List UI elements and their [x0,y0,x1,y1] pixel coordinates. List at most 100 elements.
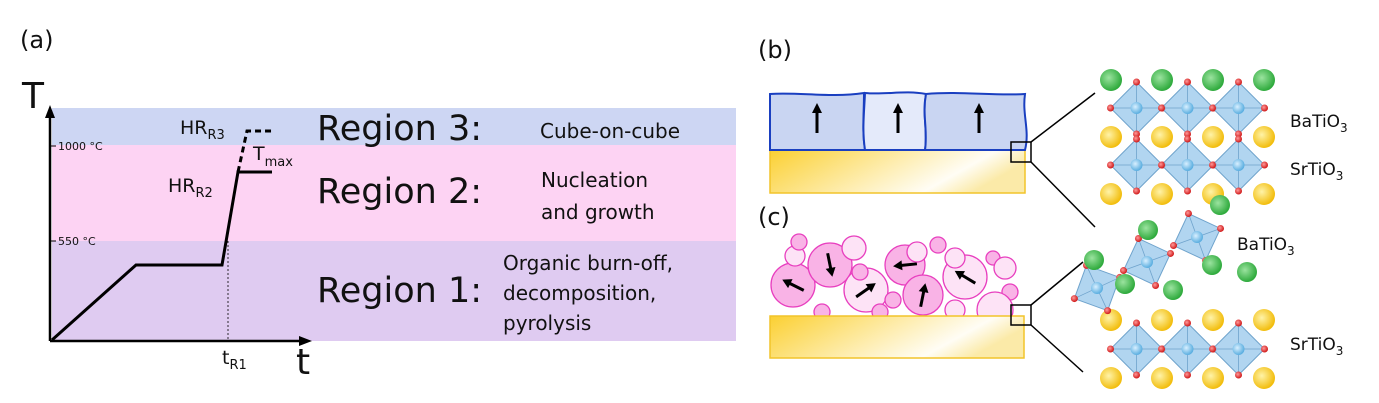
region-3-band [52,108,736,145]
region-3-title: Region 3: [317,109,482,149]
ba-atom [1163,280,1183,300]
sr-atom [1100,126,1122,148]
o-atom [1235,135,1242,143]
grain [993,256,1017,280]
o-atom [1184,210,1192,218]
grain [929,236,947,254]
arrow-head-icon [918,283,929,294]
o-atom [1104,307,1112,315]
ba-atom [1253,69,1275,91]
t-r1-label: tR1 [222,347,247,373]
region-1-desc-1: Organic burn-off, [503,251,673,275]
grain [923,92,1028,151]
ba-atom [1084,250,1104,270]
o-atom [1158,345,1165,353]
region-1-title: Region 1: [317,271,482,311]
sr-atom [1202,367,1224,389]
zoom-line [1030,324,1084,373]
o-atom [1184,319,1191,327]
o-atom [1134,235,1142,243]
sr-atom [1151,183,1173,205]
o-atom [1261,104,1268,112]
arrow-head-icon [825,266,836,277]
panel-b: (b) BaTiO3 SrTiO3 [758,36,1348,228]
ba-atom [1210,195,1230,215]
region-2-desc-2: and growth [541,200,655,224]
ti-atom [1232,159,1245,171]
x-axis-label: t [296,342,310,383]
ti-atom [1232,343,1245,355]
ti-atom [1141,256,1153,268]
o-atom [1107,104,1114,112]
zoom-box [1010,304,1032,326]
o-atom [1070,295,1078,303]
sr-atom [1253,126,1275,148]
o-atom [1107,345,1114,353]
sr-atom [1100,183,1122,205]
grain [906,241,928,263]
ba-atom [1115,274,1135,294]
region-3-desc: Cube-on-cube [540,119,680,143]
panel-a-label: (a) [20,26,53,54]
o-atom [1133,319,1140,327]
lattice-c [1070,195,1275,389]
sr-atom [1100,367,1122,389]
zoom-box [1010,141,1032,163]
zoom-line [1030,92,1096,143]
grain [841,235,867,261]
ti-atom [1181,102,1194,114]
polarization-arrows [815,110,981,133]
lattice-b [1100,69,1275,205]
region-2-band [52,145,736,241]
o-atom [1133,135,1140,143]
o-atom [1261,345,1268,353]
ti-atom [1091,282,1103,294]
ba-atom [1100,69,1122,91]
zoom-line [1030,161,1096,228]
temperature-profile-line [51,170,272,342]
sr-atom [1253,183,1275,205]
o-atom [1120,267,1128,275]
o-atom [1184,187,1191,195]
region-1-band [52,241,736,341]
o-atom [1235,187,1242,195]
o-atom [1235,130,1242,138]
o-atom [1133,187,1140,195]
panel-c: (c) BaTiO3 SrTiO3 [758,195,1343,389]
o-atom [1261,161,1268,169]
batio3-label-c: BaTiO3 [1237,235,1295,258]
sr-atom [1253,367,1275,389]
ba-atom [1138,220,1158,240]
grain [851,263,869,281]
arrow-head-icon [893,103,903,113]
tick-550-label: 550 °C [58,235,96,248]
o-atom [1209,161,1216,169]
o-atom [1184,78,1191,86]
y-axis-arrow-icon [45,105,55,118]
o-atom [1166,249,1174,257]
o-atom [1184,135,1191,143]
region-2-title: Region 2: [317,172,482,212]
arrow-head-icon [865,283,876,293]
o-atom [1235,371,1242,379]
ti-atom [1130,102,1143,114]
sr-atom [1202,126,1224,148]
substrate [769,149,1026,194]
o-atom [1133,371,1140,379]
x-axis-arrow-icon [299,336,312,346]
sr-atom [1151,309,1173,331]
grain [944,247,966,269]
o-atom [1133,78,1140,86]
hr-r3-label: HRR3 [180,117,225,143]
srtio3-label-b: SrTiO3 [1290,160,1343,183]
sr-atom [1100,309,1122,331]
o-atom [1158,161,1165,169]
o-atom [1216,224,1224,232]
ba-atom [1237,262,1257,282]
grain [884,291,902,309]
sr-atom [1202,309,1224,331]
tick-1000-label: 1000 °C [58,140,103,153]
t-max-label: Tmax [252,143,293,170]
region-2-desc-1: Nucleation [541,168,648,192]
